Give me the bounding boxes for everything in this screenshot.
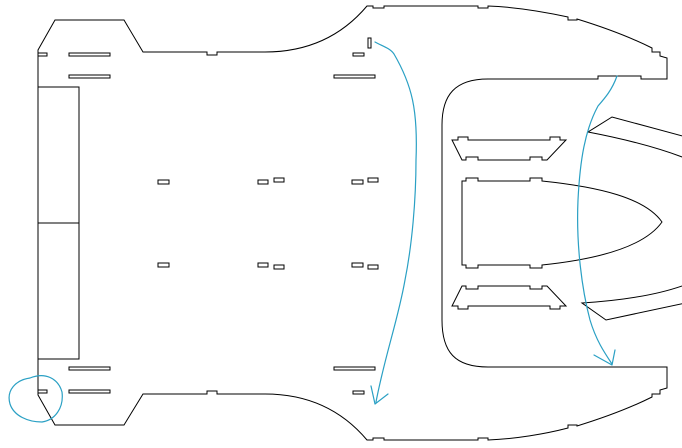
small-slot-r2-5 (367, 264, 379, 270)
side-strip-upper (37, 86, 80, 224)
small-slot-r1-3 (273, 177, 285, 183)
edge-tab-bottom (37, 389, 48, 394)
annotation-arrowhead-left (370, 385, 389, 405)
vertical-slot-top (367, 37, 372, 49)
annotation-arrowhead-right (593, 349, 616, 366)
annotation-arrow-right (577, 75, 618, 365)
slot-left-bottom-1 (68, 366, 111, 371)
small-slot-r1-5 (367, 177, 379, 183)
slot-left-top-2 (68, 74, 111, 79)
small-slot-r1-2 (257, 179, 269, 185)
slot-right-top (333, 74, 376, 79)
trapezoid-tab-top (451, 136, 568, 161)
small-slot-r2-3 (273, 264, 285, 270)
trapezoid-tab-bottom (451, 285, 568, 310)
annotation-circle (8, 375, 63, 423)
right-arm-cutout-lower (580, 285, 682, 321)
small-slot-r1-4 (351, 179, 364, 185)
small-slot-r2-2 (257, 262, 269, 268)
small-slot-bottom-right (352, 390, 365, 395)
edge-tab-top (37, 52, 48, 57)
small-slot-r2-1 (157, 262, 170, 268)
main-plate-outline (37, 5, 668, 441)
center-tab (461, 177, 663, 269)
small-slot-r1-1 (157, 179, 170, 185)
annotation-arrow-left (374, 41, 417, 403)
side-strip-lower (37, 222, 80, 360)
right-arm-cutout (586, 116, 682, 158)
slot-right-bottom (333, 366, 376, 371)
slot-left-bottom-2 (68, 389, 111, 394)
slot-left-top-1 (68, 52, 111, 57)
small-slot-r2-4 (351, 262, 364, 268)
small-slot-top-right (352, 52, 365, 57)
